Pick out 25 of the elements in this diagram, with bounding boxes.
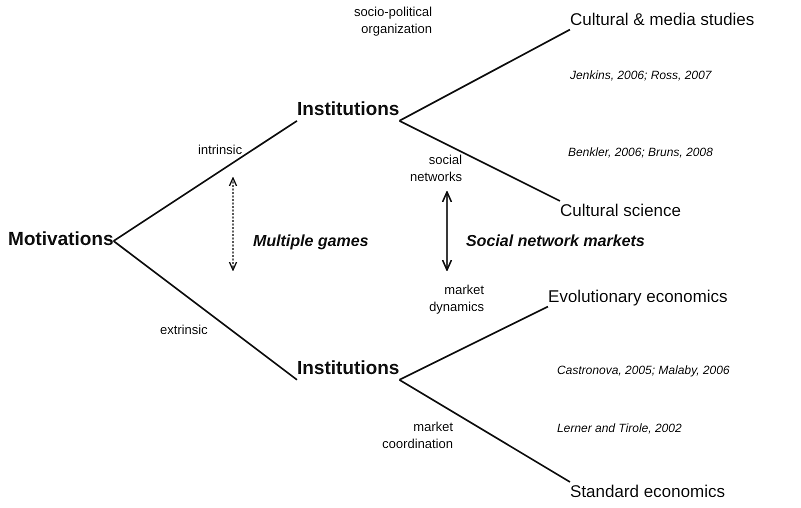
edge-label: intrinsic [198,142,242,159]
edge-label: socio-political organization [352,4,432,38]
branch-line [113,240,298,381]
branch-line [398,28,570,122]
concept-text: Social network markets [466,233,645,251]
concept-text: Multiple games [253,233,369,251]
edge-label: extrinsic [160,322,208,339]
discipline-text: Standard economics [570,482,725,502]
branch-line [398,120,560,202]
discipline-text: Cultural & media studies [570,10,754,30]
edge-label: social networks [408,152,462,186]
heading-text: Institutions [297,358,400,380]
citation-text: Castronova, 2005; Malaby, 2006 [557,363,730,377]
discipline-text: Cultural science [560,201,681,221]
branch-line [399,306,548,381]
edge-label: market dynamics [428,282,484,316]
citation-text: Benkler, 2006; Bruns, 2008 [568,145,713,159]
edge-label: market coordination [381,419,453,453]
citation-text: Jenkins, 2006; Ross, 2007 [570,68,712,82]
discipline-text: Evolutionary economics [548,287,728,307]
citation-text: Lerner and Tirole, 2002 [557,421,682,435]
heading-text: Motivations [8,229,114,251]
branch-line [113,120,298,242]
branch-line [398,379,570,483]
heading-text: Institutions [297,99,400,121]
